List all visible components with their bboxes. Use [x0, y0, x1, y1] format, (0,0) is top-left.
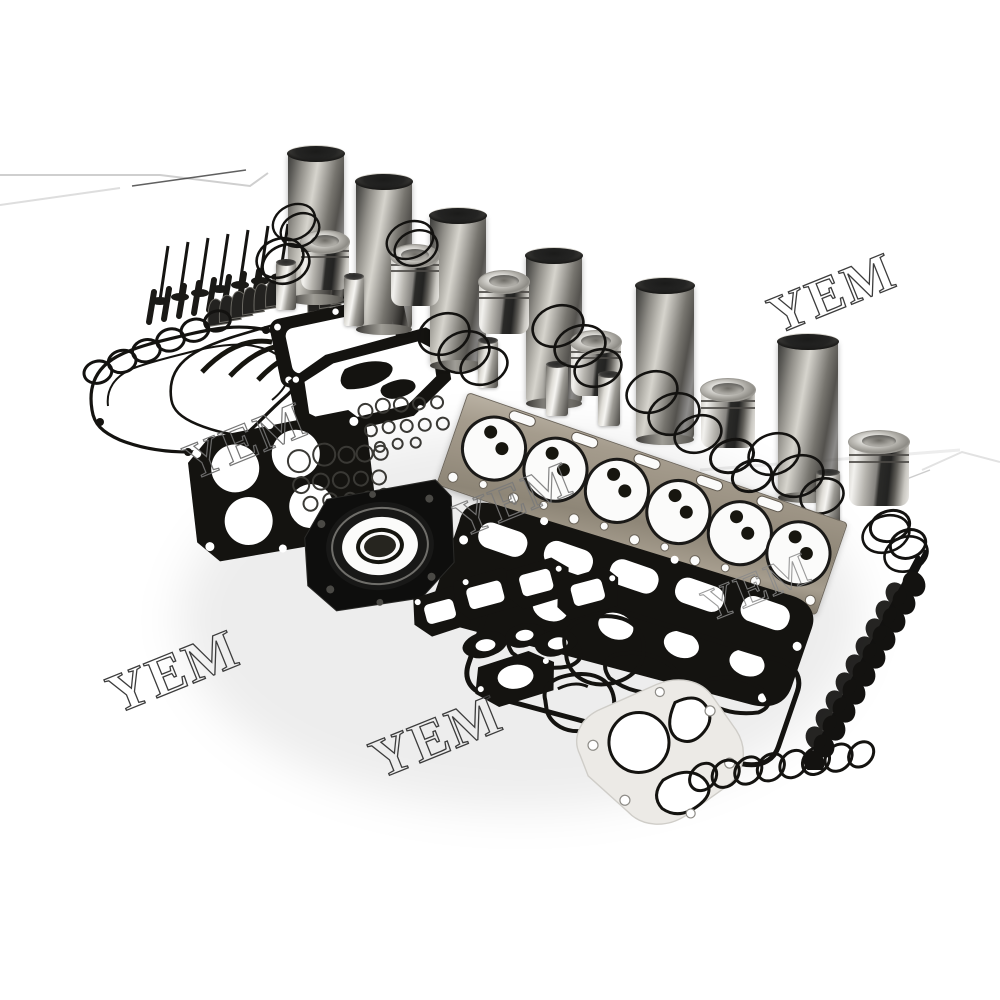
loose-seal-rings-far-right [706, 432, 786, 502]
piston-ring-set-g [380, 212, 450, 272]
cylinder-liner-3 [429, 207, 487, 371]
watermark-yem-3: YEM [759, 240, 905, 346]
piston-pin-5 [598, 371, 620, 426]
piston-ring-set-c [524, 296, 634, 392]
loose-seal-rings-right [866, 500, 942, 570]
cylinder-liner-6 [777, 333, 839, 503]
piston-6 [848, 430, 910, 506]
timing-cover-gasket [561, 666, 766, 835]
small-port-gasket-set [406, 544, 633, 718]
piston-pin-2 [344, 273, 364, 326]
water-pump-gasket-large [551, 604, 657, 699]
piston-2 [390, 244, 440, 306]
piston-pin-4 [546, 361, 568, 416]
rear-main-oil-seal-housing [293, 470, 466, 622]
water-pump-gasket-small [534, 663, 625, 744]
piston-5 [700, 378, 756, 448]
piston-ring-set-d [618, 360, 728, 456]
piston-1 [300, 230, 350, 290]
o-ring-cluster-upper [352, 384, 461, 460]
piston-ring-set-b [408, 300, 518, 390]
valve-stem-seal-row [778, 540, 958, 774]
piston-3 [478, 270, 530, 334]
piston-ring-set-a [250, 228, 320, 288]
piston-ring-set-h [268, 196, 328, 252]
cylinder-liner-5 [635, 277, 695, 445]
